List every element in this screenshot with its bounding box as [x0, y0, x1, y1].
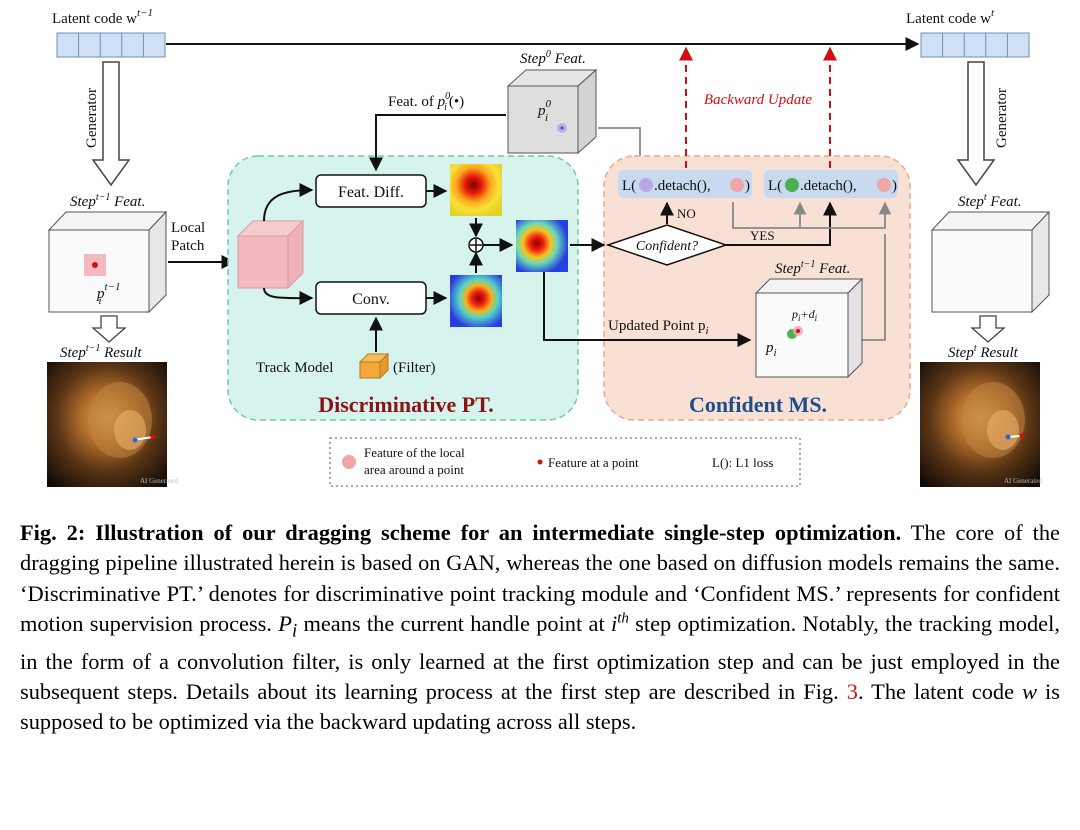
- latent-code-right: [920, 32, 1030, 58]
- caption-w-symbol: w: [1022, 678, 1038, 704]
- heatmap-combined: [516, 220, 568, 272]
- caption-sentence-2: means the current handle point at: [303, 610, 605, 636]
- caption-sentence-3: step optimization. Notably, the tracking…: [20, 610, 1060, 704]
- track-model-filter-icon: [358, 352, 390, 380]
- figure-caption: Fig. 2: Illustration of our dragging sch…: [20, 520, 1060, 735]
- svg-text:): ): [892, 178, 897, 194]
- local-patch-line1: Local: [171, 220, 205, 236]
- backward-update-label: Backward Update: [704, 92, 813, 108]
- legend-local-line2: area around a point: [364, 462, 464, 477]
- caption-sentence-5: is supposed to be optimized via the back…: [20, 678, 1060, 735]
- cur-feat-label: Stept Feat.: [958, 192, 1022, 210]
- legend-local-swatch: [342, 455, 356, 469]
- legend-point-swatch: [537, 459, 543, 465]
- heatmap-feat-diff: [450, 164, 502, 216]
- cur-step-feature-cube: [930, 210, 1051, 314]
- legend-local-line1: Feature of the local: [364, 445, 465, 460]
- svg-text:Confident?: Confident?: [636, 239, 698, 254]
- track-model-label: Track Model: [256, 360, 333, 376]
- step0-feat-label: Step0 Feat.: [520, 49, 586, 67]
- filter-label: (Filter): [393, 360, 436, 376]
- cur-result-label: Stept Result: [948, 343, 1019, 361]
- svg-text:Conv.: Conv.: [352, 291, 390, 308]
- loss-box-left: L( .detach(), ): [618, 170, 752, 198]
- caption-title: Illustration of our dragging scheme for …: [95, 520, 902, 545]
- cur-result-image: AI Generated: [920, 362, 1042, 487]
- updated-point-label: Updated Point pi: [608, 318, 709, 337]
- ms-feat-label: Stept−1 Feat.: [775, 259, 850, 277]
- svg-text:AI Generated: AI Generated: [140, 477, 178, 485]
- step0-feature-cube: [506, 68, 598, 155]
- svg-text:.detach(),: .detach(),: [654, 178, 711, 194]
- generator-arrow-right: Generator: [956, 61, 1010, 187]
- heatmap-conv: [450, 275, 502, 327]
- svg-text:Generator: Generator: [84, 88, 100, 148]
- yes-label: YES: [750, 228, 775, 243]
- prev-feat-label: Stept−1 Feat.: [70, 192, 145, 210]
- caption-i-symbol: i: [610, 610, 618, 636]
- caption-fig-label: Fig. 2:: [20, 520, 86, 545]
- svg-text:L(: L(: [622, 178, 636, 194]
- svg-text:AI Generated: AI Generated: [1004, 477, 1042, 485]
- confident-ms-title: Confident MS.: [689, 392, 827, 417]
- sum-operator: [468, 237, 484, 253]
- caption-p-symbol: P: [278, 610, 292, 636]
- loss-box-right: L( .detach(), ): [764, 170, 898, 198]
- no-label: NO: [677, 206, 696, 221]
- svg-text:Generator: Generator: [994, 88, 1010, 148]
- discriminative-pt-title: Discriminative PT.: [318, 392, 494, 417]
- latent-right-label: Latent code wt: [906, 7, 995, 27]
- latent-left-label: Latent code wt−1: [52, 7, 153, 27]
- svg-text:Feat. Diff.: Feat. Diff.: [338, 184, 404, 201]
- pipeline-figure: Latent code wt−1 Latent code wt Generato…: [47, 7, 1051, 487]
- legend-point-label: Feature at a point: [548, 455, 639, 470]
- prev-result-image: AI Generated: [47, 362, 178, 487]
- legend: Feature of the local area around a point…: [329, 437, 801, 487]
- svg-text:.detach(),: .detach(),: [800, 178, 857, 194]
- point-pi-label: pi: [765, 340, 777, 359]
- prev-result-label: Stept−1 Result: [60, 343, 142, 361]
- prev-step-feature-cube: [47, 210, 168, 314]
- local-patch-line2: Patch: [171, 238, 205, 254]
- ms-feature-cube: [754, 277, 864, 379]
- local-patch-cube: [236, 219, 305, 290]
- caption-sentence-1: The core of the dragging pipeline illust…: [20, 520, 1060, 636]
- legend-loss-label: L(): L1 loss: [712, 455, 773, 470]
- caption-sentence-4: . The latent code: [857, 678, 1015, 704]
- caption-figure-ref[interactable]: 3: [846, 678, 858, 704]
- svg-text:): ): [745, 178, 750, 194]
- point-pi-plus-di-label: pi+di: [791, 307, 818, 323]
- generator-arrow-left: Generator: [84, 61, 131, 187]
- latent-code-left: [56, 32, 166, 58]
- svg-text:L(: L(: [768, 178, 782, 194]
